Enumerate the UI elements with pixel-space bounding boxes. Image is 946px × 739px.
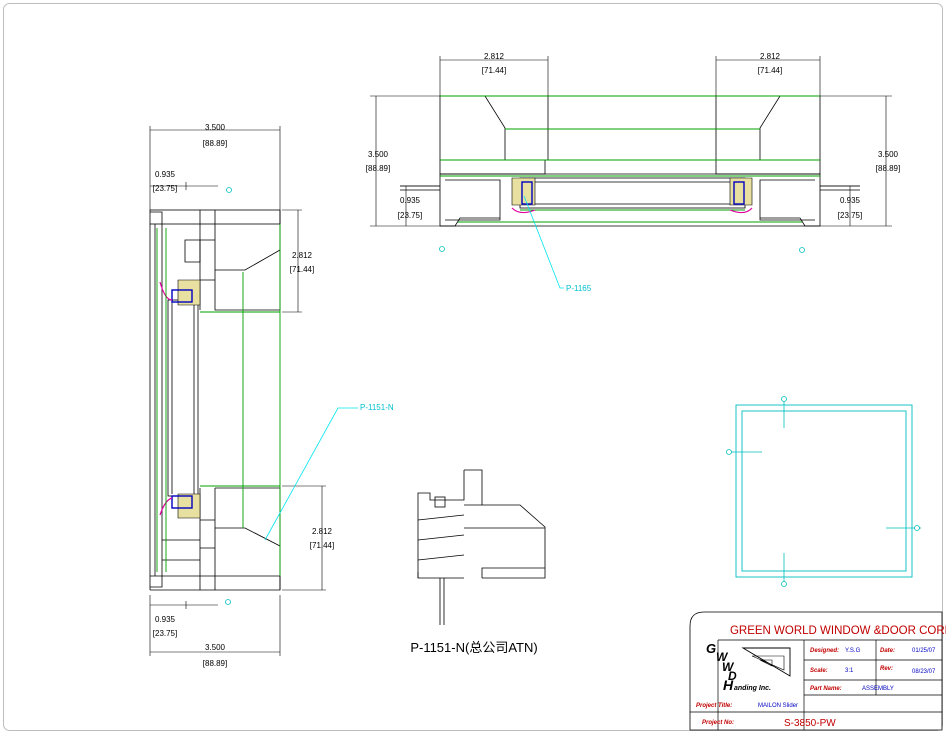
- top-seals: [511, 177, 753, 214]
- leader-p1165: [523, 195, 564, 289]
- sash-top-left: [439, 95, 549, 161]
- svg-text:Project No:: Project No:: [702, 720, 734, 726]
- dim-left-offset-mm: [23.75]: [153, 184, 177, 193]
- dim-top-height-right: 3.500: [878, 150, 899, 159]
- svg-text:Scale:: Scale:: [810, 668, 828, 674]
- dim-left-sash-top-mm: [71.44]: [290, 265, 314, 274]
- callout-p1165: P-1165: [566, 284, 592, 293]
- svg-text:D: D: [728, 669, 737, 683]
- origin-marker-left-top: [226, 187, 232, 193]
- title-block-labels: Designed: Date: Scale: Rev: Part Name: P…: [696, 648, 895, 726]
- dim-top-sash-right: 2.812: [760, 52, 781, 61]
- svg-text:G: G: [706, 641, 716, 656]
- left-seals: [159, 279, 201, 519]
- left-glass-lines: [156, 224, 281, 576]
- dim-left-total-mm: [88.89]: [203, 139, 227, 148]
- dim-top-sash-right-mm: [71.44]: [758, 66, 782, 75]
- part-name-value: ASSEMBLY: [862, 686, 894, 692]
- dim-top-offset-left: 0.935: [400, 196, 421, 205]
- glazing-bead-bottom: [171, 495, 193, 509]
- leader-p1151n: [264, 407, 358, 541]
- dim-left-sash-bottom: 2.812: [312, 527, 333, 536]
- sheet-border: [3, 3, 943, 731]
- dim-top-offset-left-mm: [23.75]: [398, 211, 422, 220]
- glazing-bead-top: [171, 289, 193, 303]
- svg-text:Designed:: Designed:: [810, 648, 839, 654]
- glass-unit-top: [519, 177, 746, 209]
- origin-marker-top-left: [439, 246, 445, 252]
- dim-left-offset-bottom-mm: [23.75]: [153, 629, 177, 638]
- title-block: GREEN WORLD WINDOW &DOOR CORP. G W W D H…: [689, 611, 946, 731]
- origin-marker-top-right: [799, 247, 805, 253]
- svg-text:W: W: [716, 650, 729, 664]
- dim-left-total-bottom-mm: [88.89]: [203, 659, 227, 668]
- svg-text:Date:: Date:: [880, 648, 895, 654]
- dim-top-sash-left: 2.812: [484, 52, 505, 61]
- sash-top-right: [715, 95, 821, 161]
- origin-marker-left-bottom: [225, 599, 231, 605]
- sash-lower: [214, 487, 281, 590]
- dim-top-height-left-mm: [88.89]: [366, 164, 390, 173]
- company-name: GREEN WORLD WINDOW &DOOR CORP.: [730, 625, 946, 637]
- left-dim-lines: [149, 126, 326, 656]
- left-dim-text: 3.500 [88.89] 0.935 [23.75] 2.812 [71.44…: [153, 123, 334, 668]
- dim-top-sash-left-mm: [71.44]: [482, 66, 506, 75]
- svg-text:anding Inc.: anding Inc.: [734, 685, 771, 692]
- svg-text:W: W: [722, 660, 735, 674]
- company-logo: G W W D H anding Inc.: [706, 641, 791, 693]
- date-value: 01/25/07: [912, 648, 936, 654]
- dim-left-sash-top: 2.812: [292, 251, 313, 260]
- scale-value: 3:1: [845, 668, 854, 674]
- designed-value: Y.S.G: [845, 648, 861, 654]
- callout-p1151n: P-1151-N: [360, 403, 394, 412]
- title-block-values: Y.S.G 01/25/07 3:1 08/23/07 ASSEMBLY MAI…: [758, 648, 936, 709]
- profile-detail: [417, 469, 546, 625]
- gasket-bottom: [159, 497, 173, 516]
- top-section-view: [400, 95, 860, 227]
- dim-left-offset: 0.935: [155, 170, 176, 179]
- project-no-value: S-3850-PW: [784, 718, 836, 729]
- left-section-view: [149, 209, 281, 591]
- top-dim-lines: [370, 56, 892, 227]
- gasket-top: [159, 281, 173, 301]
- profile-caption: P-1151-N(总公司ATN): [410, 640, 537, 655]
- dim-left-total: 3.500: [205, 123, 226, 132]
- glazing-bead-top-right: [733, 181, 745, 205]
- dim-top-height-right-mm: [88.89]: [876, 164, 900, 173]
- project-title-value: MAILON Slider: [758, 703, 798, 709]
- svg-text:Rev:: Rev:: [880, 666, 893, 672]
- svg-text:H: H: [723, 677, 734, 693]
- glass-unit-left: [167, 299, 199, 497]
- top-glass-lines: [440, 95, 820, 223]
- frame-elevation: [726, 396, 921, 587]
- svg-text:Project Title:: Project Title:: [696, 703, 732, 709]
- sash-upper: [214, 210, 281, 311]
- dim-left-offset-bottom: 0.935: [155, 615, 176, 624]
- sealant-bottom: [177, 493, 201, 519]
- jamb-left: [150, 211, 163, 588]
- dim-left-sash-bottom-mm: [71.44]: [310, 541, 334, 550]
- top-dim-text: 2.812 [71.44] 2.812 [71.44] 3.500 [88.89…: [366, 52, 900, 220]
- dim-top-offset-right-mm: [23.75]: [838, 211, 862, 220]
- sealant-top: [177, 279, 201, 306]
- dim-left-total-bottom: 3.500: [205, 643, 226, 652]
- rev-value: 08/23/07: [912, 669, 936, 675]
- dim-top-offset-right: 0.935: [840, 196, 861, 205]
- svg-text:Part Name:: Part Name:: [810, 686, 842, 692]
- dim-top-height-left: 3.500: [368, 150, 389, 159]
